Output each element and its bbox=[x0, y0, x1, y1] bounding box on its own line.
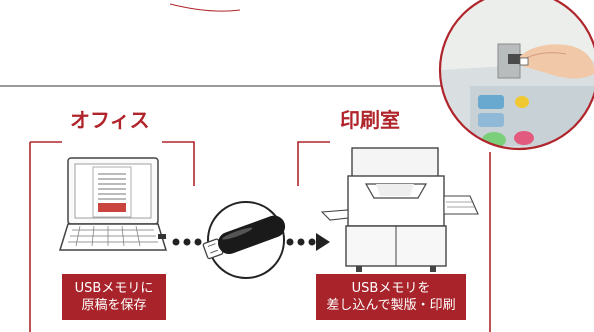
print-room-caption-line-2: 差し込んで製版・印刷 bbox=[326, 298, 456, 313]
office-section-title: オフィス bbox=[64, 108, 156, 132]
path-dot bbox=[194, 238, 202, 246]
path-dot bbox=[286, 238, 294, 246]
office-frame bbox=[29, 141, 195, 332]
transfer-path bbox=[172, 233, 330, 251]
print-room-caption-line-1: USBメモリを bbox=[351, 281, 431, 296]
office-caption-line-2: 原稿を保存 bbox=[81, 298, 147, 313]
path-dot bbox=[183, 238, 191, 246]
path-dot bbox=[297, 238, 305, 246]
laptop-icon bbox=[58, 157, 168, 251]
print-room-frame bbox=[297, 141, 491, 332]
print-room-section-title: 印刷室 bbox=[334, 108, 406, 132]
office-caption-box: USBメモリに 原稿を保存 bbox=[62, 274, 166, 320]
hand-inserting-usb-photo bbox=[438, 0, 594, 151]
path-dot bbox=[172, 238, 180, 246]
print-room-caption-box: USBメモリを 差し込んで製版・印刷 bbox=[316, 274, 466, 320]
path-dot bbox=[308, 238, 316, 246]
office-caption-line-1: USBメモリに bbox=[74, 281, 154, 296]
usb-stick-icon bbox=[202, 201, 286, 279]
printer-icon bbox=[320, 147, 479, 272]
decorative-curve bbox=[169, 3, 241, 12]
arrow-head bbox=[316, 233, 330, 251]
